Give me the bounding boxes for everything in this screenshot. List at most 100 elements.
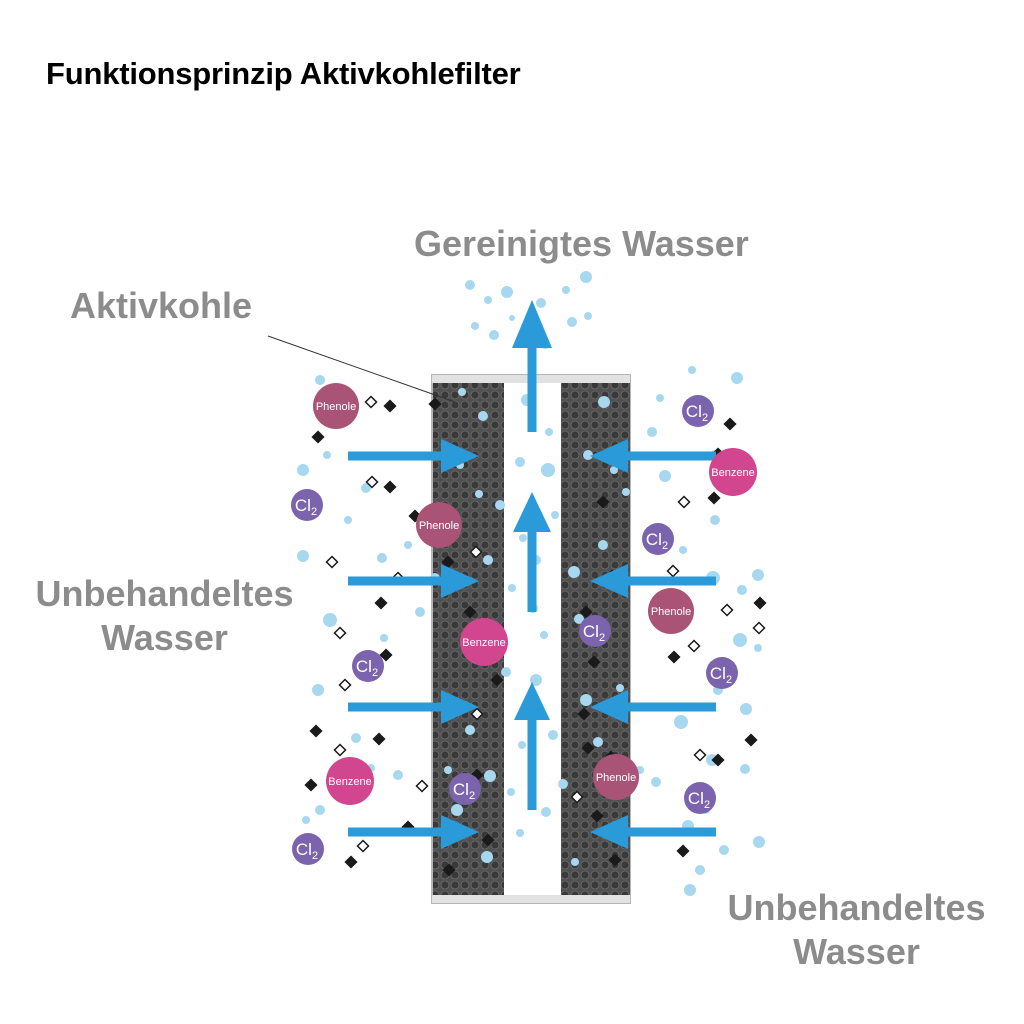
contaminant-filled [707,491,721,505]
water-droplet [315,375,325,385]
water-droplet [489,330,499,340]
flow-arrows [348,300,716,849]
water-droplet [545,428,553,436]
water-droplet [647,427,657,437]
water-droplet [593,737,603,747]
contaminant-filled [383,480,397,494]
chlorine-label: Cl2 [295,496,317,518]
flow-arrow-head [590,815,628,849]
water-droplet [536,298,546,308]
chlorine-molecule-circle [579,615,611,647]
flow-arrow-head [441,815,479,849]
phenol-label: Phenole [419,520,459,532]
water-droplet [465,280,475,290]
water-droplet [508,584,516,592]
flow-arrow-shaft [348,451,441,461]
contaminant-filled [711,753,725,767]
water-droplet [501,667,511,677]
water-droplet [695,865,705,875]
flow-arrow-shaft [348,576,441,586]
flow-arrow-shaft [527,348,537,432]
chlorine-label: Cl2 [646,530,668,552]
water-droplet [475,490,483,498]
water-droplet [518,741,526,749]
contaminant-hollow [333,743,347,757]
water-droplet [541,463,555,477]
flow-arrow-head [590,439,628,473]
contaminant-hollow [338,678,352,692]
chlorine-molecule-circle [291,489,323,521]
water-droplet [377,553,387,563]
water-droplet [380,634,388,642]
phenol-molecule: Phenole [593,754,639,800]
water-droplet [404,541,412,549]
water-droplet [515,457,525,467]
phenol-label: Phenole [596,772,636,784]
water-droplet [415,607,425,617]
water-droplet [361,483,371,493]
phenol-label: Phenole [651,606,691,618]
flow-arrow-head [441,690,479,724]
flow-arrow-shaft [527,720,537,810]
water-droplet [551,511,559,519]
water-droplet [471,322,479,330]
chlorine-molecule-circle [706,657,738,689]
contaminant-hollow [415,779,429,793]
label-untreated-left-line1: Unbehandeltes [35,573,294,614]
flow-arrow-head [514,682,550,720]
contaminant-hollow [470,707,484,721]
water-droplet [458,388,466,396]
contaminant-filled [344,855,358,869]
chlorine-molecule-circle [642,523,674,555]
water-droplet [659,470,671,482]
contaminant-filled [374,596,388,610]
water-droplet [754,644,762,652]
flow-arrow-head [441,564,479,598]
phenol-molecule-circle [313,383,359,429]
contaminant-filled [579,605,593,619]
contaminant-filled [608,853,622,867]
contaminant-hollow [666,564,680,578]
contaminant-hollow [720,603,734,617]
label-untreated-water-left: Unbehandeltes Wasser [22,572,307,660]
phenol-molecule-circle [593,754,639,800]
water-droplets [297,271,765,896]
water-droplet [548,730,558,740]
water-droplet [688,366,696,374]
contaminant-filled [577,707,591,721]
phenol-molecule-circle [416,502,462,548]
water-droplet [323,451,331,459]
chlorine-molecule-circle [449,773,481,805]
flow-arrow-head [512,300,552,348]
label-untreated-left-line2: Wasser [101,617,228,658]
flow-arrow [590,690,716,724]
activated-carbon-leader-line [267,335,456,403]
chlorine-molecule-circle [292,833,324,865]
water-droplet [530,674,542,686]
chlorine-label: Cl2 [296,840,318,862]
contaminant-hollow [365,475,379,489]
contaminant-hollow [333,626,347,640]
contaminant-hollow [356,839,370,853]
contaminant-hollow [364,395,378,409]
benzene-molecule-circle [326,757,374,805]
contaminant-filled [383,399,397,413]
water-droplet [710,515,720,525]
flow-arrow [348,439,479,473]
water-droplet [509,315,515,321]
water-droplet [598,396,610,408]
water-droplet [519,534,527,542]
label-activated-carbon: Aktivkohle [70,285,253,326]
contaminant-hollow [325,555,339,569]
contaminant-filled [481,833,495,847]
chlorine-label: Cl2 [356,657,378,679]
water-droplet [684,884,696,896]
chlorine-molecule-circle [352,650,384,682]
water-droplet [344,516,352,524]
water-droplet [501,286,513,298]
water-droplet [719,845,729,855]
contaminant-filled [490,673,504,687]
water-droplet [731,372,743,384]
phenol-molecule-circle [648,588,694,634]
